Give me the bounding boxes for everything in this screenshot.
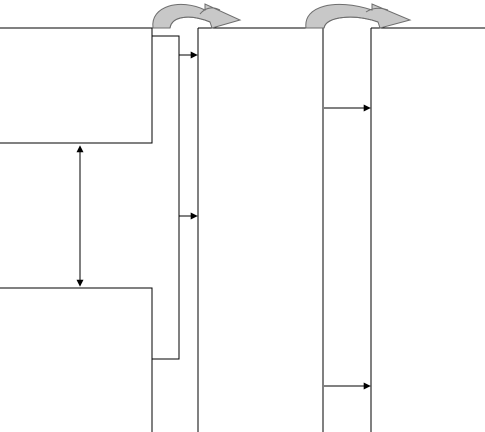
inner-channel-left-outline (152, 35, 180, 360)
curved-overflow-arrow-1 (152, 3, 242, 29)
lower-left-block-outline (0, 287, 153, 432)
curved-overflow-arrow-2 (305, 3, 412, 29)
upper-left-block-outline (0, 27, 153, 144)
